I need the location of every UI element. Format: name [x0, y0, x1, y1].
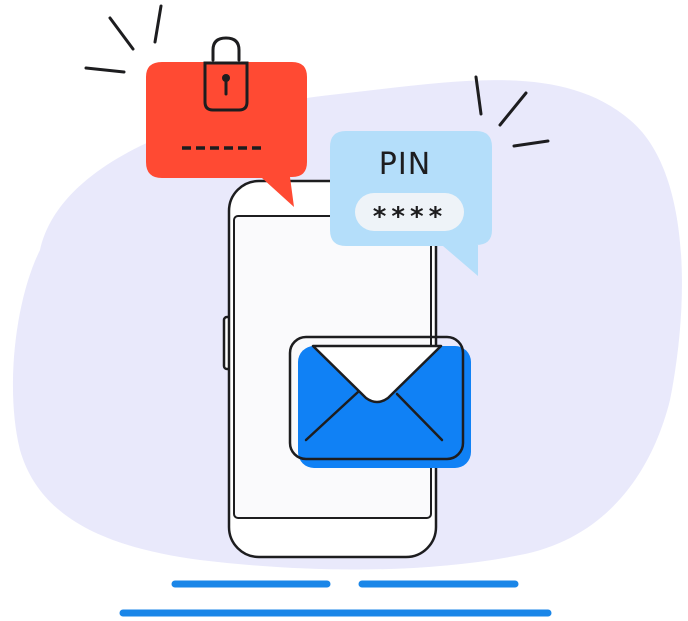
envelope-icon: [288, 335, 471, 468]
envelope-outline: [288, 335, 465, 461]
alert-bubble-shape: [146, 62, 307, 207]
pin-title: PIN: [379, 147, 431, 182]
envelope-flap: [311, 344, 443, 404]
envelope-body: [298, 346, 471, 468]
pin-input-field: [355, 193, 464, 231]
pin-masked-code: ****: [372, 202, 447, 232]
alert-speech-bubble: [146, 36, 307, 207]
sparkle-lines-right: [474, 75, 550, 148]
lock-icon: [203, 36, 249, 112]
ground-lines: [119, 580, 552, 617]
pin-speech-bubble: PIN ****: [330, 131, 492, 276]
sparkle-lines-left: [84, 4, 163, 74]
